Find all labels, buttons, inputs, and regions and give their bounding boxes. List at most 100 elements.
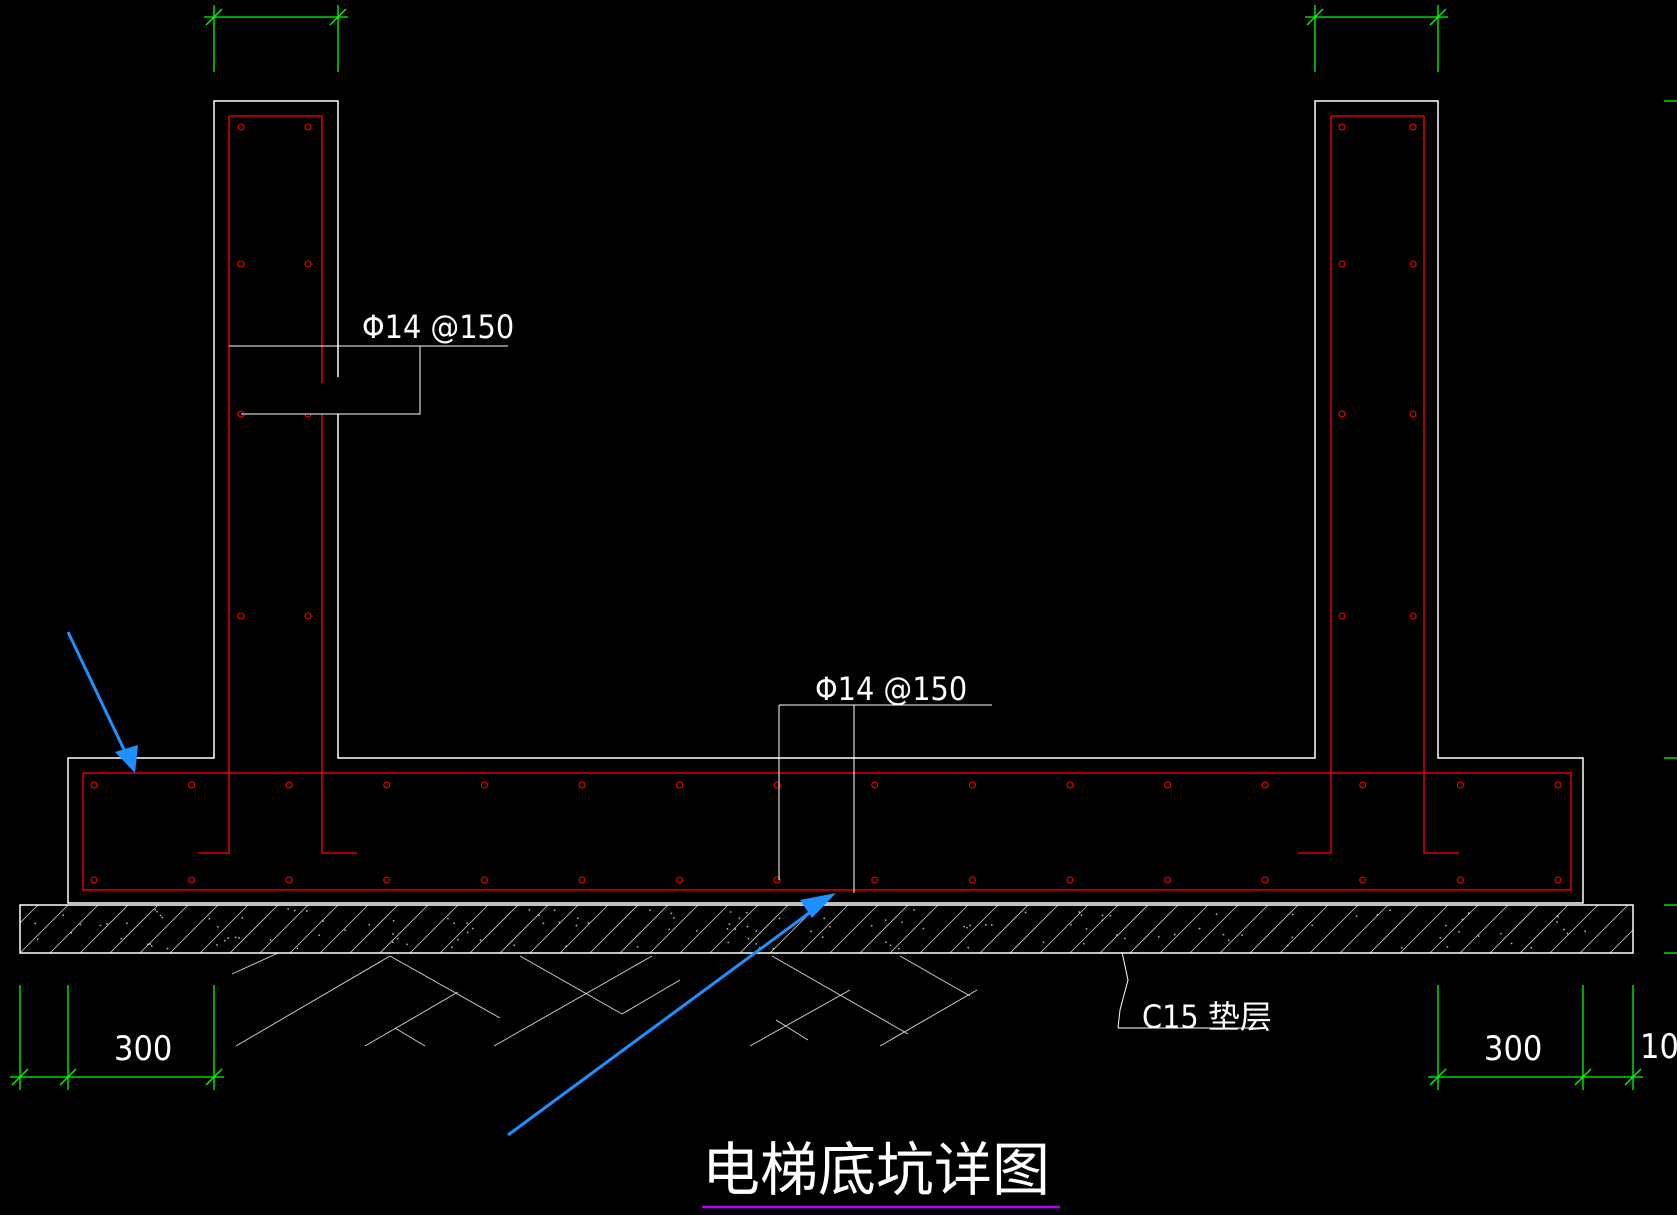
aggregate-dot — [870, 924, 873, 927]
aggregate-dot — [1566, 932, 1569, 935]
aggregate-dot — [672, 917, 675, 919]
aggregate-dot — [1157, 936, 1160, 938]
rebar-dot — [578, 876, 586, 884]
rebar-cage — [82, 115, 1572, 891]
aggregate-dot — [62, 914, 65, 917]
rebar-dot — [304, 612, 312, 620]
rebar-dot — [285, 781, 293, 789]
aggregate-dot — [149, 943, 151, 946]
hatch-line — [349, 904, 399, 954]
aggregate-dot — [755, 930, 758, 933]
aggregate-dot — [391, 941, 394, 944]
rebar-dot — [304, 260, 312, 268]
hatch-line — [589, 904, 639, 954]
aggregate-dot — [1078, 911, 1081, 913]
aggregate-dot — [746, 925, 749, 928]
dimension-lines — [10, 5, 1677, 1090]
aggregate-dot — [1389, 909, 1391, 912]
rebar-dot — [1409, 123, 1417, 131]
rebar-dot — [1164, 781, 1172, 789]
aggregate-dot — [368, 923, 371, 926]
hatch-line — [1369, 904, 1419, 954]
rebar-dot — [1554, 781, 1562, 789]
aggregate-dot — [542, 922, 545, 925]
hatch-line — [919, 904, 969, 954]
rebar-dot — [480, 876, 488, 884]
aggregate-dot — [823, 917, 826, 920]
hatch-line — [979, 904, 1029, 954]
aggregate-dot — [269, 939, 272, 941]
leader-lines — [229, 345, 1255, 1029]
aggregate-dot — [1563, 928, 1565, 931]
aggregate-dot — [457, 938, 459, 941]
aggregate-dot — [668, 928, 671, 931]
aggregate-dot — [1286, 944, 1289, 947]
hatch-line — [1309, 904, 1359, 954]
hatch-line — [229, 904, 279, 954]
aggregate-dot — [575, 924, 578, 927]
aggregate-dot — [1241, 934, 1243, 937]
hatch-line — [1549, 904, 1599, 954]
dimension-right-100: 100 — [1640, 1027, 1677, 1067]
arrow-left-shaft — [66, 631, 130, 759]
hatch-line — [1519, 904, 1569, 954]
hatch-line — [1579, 904, 1629, 954]
rebar-dot — [1066, 876, 1074, 884]
aggregate-dot — [223, 939, 226, 942]
aggregate-dot — [745, 911, 748, 914]
rebar-dot — [1456, 781, 1464, 789]
aggregate-dot — [565, 945, 568, 948]
aggregate-dot — [728, 923, 731, 925]
aggregate-dot — [396, 937, 399, 940]
hatch-line — [289, 904, 339, 954]
rebar-dot — [383, 781, 391, 789]
aggregate-dot — [451, 946, 453, 949]
aggregate-dot — [466, 931, 469, 934]
aggregate-dot — [227, 937, 230, 940]
aggregate-dot — [734, 928, 737, 931]
hatch-line — [169, 904, 219, 954]
hatch-line — [1099, 904, 1149, 954]
hatch-line — [799, 904, 849, 954]
aggregate-dot — [146, 943, 149, 946]
hatch-line — [199, 904, 249, 954]
rebar-dot — [871, 876, 879, 884]
hatch-line — [649, 904, 699, 954]
c15-cushion-layer — [19, 904, 1634, 954]
aggregate-dot — [1461, 918, 1464, 921]
soil-pattern — [231, 952, 978, 1047]
aggregate-dot — [1530, 946, 1533, 949]
hatch-line — [409, 904, 459, 954]
aggregate-dot — [344, 929, 347, 932]
aggregate-dot — [296, 947, 299, 950]
aggregate-dot — [538, 914, 540, 917]
aggregate-dot — [159, 914, 162, 917]
rebar-dot — [676, 781, 684, 789]
aggregate-dot — [79, 923, 82, 926]
aggregate-dot — [1116, 933, 1118, 936]
aggregate-dot — [587, 922, 590, 924]
aggregate-dot — [772, 947, 775, 950]
aggregate-dot — [125, 922, 128, 925]
aggregate-dot — [36, 938, 39, 941]
aggregate-dot — [479, 939, 482, 942]
hatch-line — [109, 904, 159, 954]
hatch-line — [949, 904, 999, 954]
aggregate-dot — [889, 944, 892, 947]
aggregate-dot — [1439, 936, 1442, 939]
rebar-dot — [871, 781, 879, 789]
hatch-line — [529, 904, 579, 954]
rebar-dot — [968, 876, 976, 884]
aggregate-dot — [392, 933, 394, 936]
rebar-dot — [1066, 781, 1074, 789]
rebar-dot — [480, 781, 488, 789]
hatch-line — [1489, 904, 1539, 954]
aggregate-dot — [1500, 932, 1502, 935]
annotation-arrows — [66, 631, 836, 1137]
rebar-dot — [383, 876, 391, 884]
hatch-line — [1219, 904, 1269, 954]
aggregate-dot — [990, 924, 993, 926]
hatch-line — [319, 904, 369, 954]
rebar-dot — [90, 781, 98, 789]
